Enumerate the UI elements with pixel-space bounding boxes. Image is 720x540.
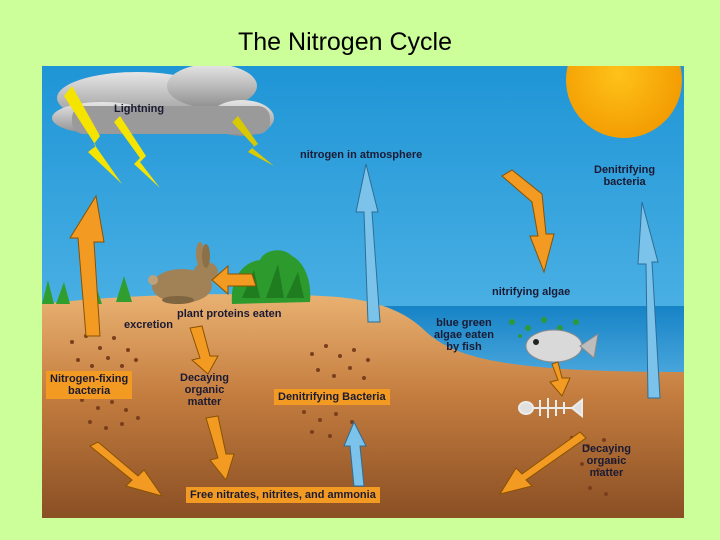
- label-nitrogen-fixing-bacteria: Nitrogen-fixing bacteria: [46, 371, 133, 399]
- lightning-bolt-1: [64, 86, 122, 184]
- page-title: The Nitrogen Cycle: [238, 28, 452, 56]
- label-line: matter: [187, 396, 222, 408]
- label-line: matter: [589, 467, 624, 479]
- label-line: Decaying: [180, 372, 229, 384]
- label-line: bacteria: [603, 176, 646, 188]
- rabbit: [148, 242, 218, 304]
- label-free-nitrates: Free nitrates, nitrites, and ammonia: [186, 487, 380, 503]
- arrow-plant-to-rabbit: [211, 264, 257, 296]
- label-line: by fish: [446, 341, 482, 353]
- label-line: Nitrogen-fixing: [50, 373, 129, 385]
- fish: [525, 329, 599, 363]
- arrow-fixing-up: [69, 194, 105, 337]
- arrow-fish-down: [549, 361, 571, 397]
- lightning-bolt-3: [232, 116, 274, 166]
- arrow-decay-down: [205, 415, 235, 482]
- soil-bacteria-dots: [70, 334, 616, 496]
- arrow-right-to-nitrates: [498, 431, 587, 495]
- algae: [509, 317, 579, 338]
- sun: [566, 66, 682, 138]
- label-line: organic: [586, 455, 627, 467]
- arrow-denitrify-to-algae: [501, 169, 555, 274]
- arrow-center-up: [343, 420, 367, 487]
- label-decaying-matter-left: Decaying organic matter: [180, 372, 229, 408]
- diagram-artwork: [42, 66, 684, 518]
- label-excretion: excretion: [124, 319, 173, 331]
- label-denitrifying-bacteria-center: Denitrifying Bacteria: [274, 389, 390, 405]
- label-blue-green-algae: blue green algae eaten by fish: [434, 317, 494, 353]
- label-lightning: Lightning: [114, 103, 165, 115]
- bush: [231, 250, 311, 304]
- label-denitrifying-bacteria-right: Denitrifying bacteria: [594, 164, 655, 188]
- label-plant-proteins: plant proteins eaten: [177, 308, 282, 320]
- arrow-left-to-nitrates: [89, 441, 164, 497]
- label-line: bacteria: [68, 385, 111, 397]
- nitrogen-cycle-diagram: Lightning nitrogen in atmosphere Denitri…: [42, 66, 684, 518]
- label-line: algae eaten: [434, 329, 494, 341]
- label-line: blue green: [436, 317, 492, 329]
- lightning-bolt-2: [114, 116, 160, 188]
- arrow-denitrify-up-right: [637, 201, 661, 399]
- fish-skeleton: [518, 397, 583, 419]
- label-decaying-matter-right: Decaying organic matter: [582, 443, 631, 479]
- arrow-atmosphere-up: [355, 163, 381, 323]
- label-line: organic: [184, 384, 225, 396]
- label-nitrifying-algae: nitrifying algae: [492, 286, 571, 298]
- arrow-excretion-down: [189, 325, 219, 375]
- label-line: Denitrifying: [594, 164, 656, 176]
- label-nitrogen-atmosphere: nitrogen in atmosphere: [300, 149, 423, 161]
- label-line: Decaying: [582, 443, 631, 455]
